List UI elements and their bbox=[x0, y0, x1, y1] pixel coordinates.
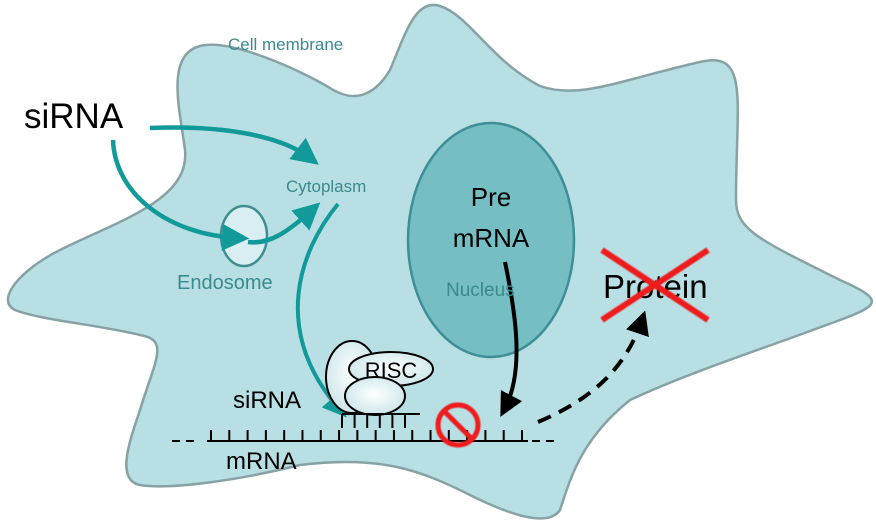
pre-mrna-label-line2: mRNA bbox=[453, 223, 530, 253]
nucleus bbox=[406, 121, 576, 359]
endosome-label: Endosome bbox=[177, 272, 273, 294]
cytoplasm-label: Cytoplasm bbox=[286, 177, 366, 196]
sirna-strand bbox=[341, 413, 420, 428]
mrna-label: mRNA bbox=[226, 448, 297, 475]
arrow-endosome-to-cytoplasm bbox=[247, 202, 321, 245]
arrow-sirna-to-endosome bbox=[110, 139, 250, 251]
risc-complex bbox=[325, 340, 434, 416]
pre-mrna-label-line1: Pre bbox=[471, 182, 511, 212]
red-x-cross-icon bbox=[600, 247, 710, 323]
sirna-outside-label: siRNA bbox=[24, 97, 124, 136]
arrow-mrna-to-protein bbox=[537, 310, 649, 424]
cell-membrane-label: Cell membrane bbox=[228, 35, 343, 54]
arrow-premrna-to-mrna bbox=[500, 261, 523, 417]
nucleus-label: Nucleus bbox=[446, 280, 515, 301]
risc-label: RISC bbox=[365, 358, 418, 383]
sirna-bound-label: siRNA bbox=[233, 387, 301, 414]
arrow-cytoplasm-to-risc bbox=[295, 202, 347, 418]
arrow-sirna-to-cytoplasm bbox=[149, 125, 319, 165]
prohibited-sign-icon bbox=[435, 402, 481, 448]
